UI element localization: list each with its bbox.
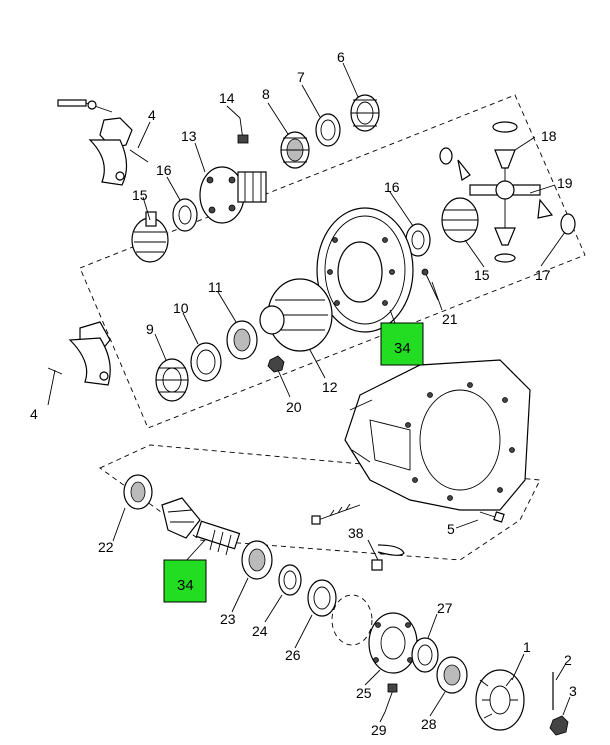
bolt-21 — [424, 271, 439, 301]
label-2: 2 — [564, 652, 572, 668]
bearing-cone-11 — [226, 320, 258, 360]
bearing-cup-7 — [315, 113, 341, 147]
nut-3 — [549, 715, 569, 736]
callout-34-lower-text: 34 — [177, 577, 194, 594]
label-13: 13 — [181, 128, 197, 144]
label-12: 12 — [322, 379, 338, 395]
differential-case-half — [199, 166, 267, 224]
label-19: 19 — [557, 175, 573, 191]
thrust-washer-left — [172, 198, 198, 232]
clip-38 — [371, 544, 405, 571]
side-gear-right — [441, 197, 479, 243]
label-3: 3 — [569, 683, 577, 699]
callout-34-upper-text: 34 — [394, 340, 411, 357]
drive-pinion — [161, 497, 241, 556]
upper-assembly-boundary — [79, 94, 586, 429]
label-4-upper: 4 — [148, 107, 156, 123]
label-10: 10 — [173, 300, 189, 316]
bearing-cup-10 — [190, 342, 222, 382]
label-29: 29 — [371, 722, 387, 738]
leader-lines — [47, 62, 571, 723]
label-8: 8 — [262, 86, 270, 102]
bearing-cone-23 — [241, 540, 273, 580]
label-22: 22 — [98, 539, 114, 555]
gasket — [331, 594, 373, 646]
differential-case-12 — [259, 278, 333, 352]
label-5: 5 — [447, 521, 455, 537]
lower-assembly-boundary — [99, 444, 541, 561]
upper-bracket-assembly — [57, 99, 149, 186]
label-18: 18 — [541, 128, 557, 144]
nut-20 — [267, 355, 285, 373]
label-28: 28 — [421, 716, 437, 732]
adjuster-6 — [350, 94, 380, 132]
bearing-cup-26 — [307, 579, 337, 617]
label-6: 6 — [337, 49, 345, 65]
bolt-29 — [384, 683, 398, 713]
helical-gear-1 — [475, 669, 525, 731]
ring-gear — [316, 207, 414, 333]
callout-34-upper[interactable]: 34 — [380, 322, 424, 366]
label-15-right: 15 — [474, 267, 490, 283]
label-15-left: 15 — [132, 187, 148, 203]
label-38: 38 — [348, 525, 364, 541]
label-4-lower: 4 — [30, 406, 38, 422]
bearing-cone-28 — [436, 656, 468, 694]
label-14: 14 — [219, 90, 235, 106]
label-1: 1 — [523, 639, 531, 655]
bearing-cage-25 — [368, 612, 418, 674]
bearing-cone-8 — [280, 131, 310, 169]
callout-34-lower[interactable]: 34 — [163, 559, 207, 603]
label-20: 20 — [286, 399, 302, 415]
bearing-22 — [123, 474, 153, 510]
label-27: 27 — [437, 600, 453, 616]
label-26: 26 — [285, 647, 301, 663]
adjuster-9 — [155, 358, 189, 402]
label-9: 9 — [146, 321, 154, 337]
label-17: 17 — [535, 267, 551, 283]
carrier-housing — [344, 359, 531, 511]
label-23: 23 — [220, 611, 236, 627]
bearing-cup-27 — [411, 637, 439, 673]
label-16-left: 16 — [156, 162, 172, 178]
part-labels: 4 14 8 7 6 13 16 15 18 19 16 15 17 21 11… — [30, 49, 577, 738]
label-21: 21 — [442, 311, 458, 327]
bolt-14 — [237, 117, 249, 144]
label-25: 25 — [356, 685, 372, 701]
label-11: 11 — [208, 279, 223, 295]
lower-bracket-assembly — [47, 321, 111, 386]
label-16-right: 16 — [384, 179, 400, 195]
side-gear-left — [131, 211, 169, 263]
label-7: 7 — [297, 69, 305, 85]
label-24: 24 — [252, 623, 268, 639]
spacer-24 — [278, 564, 302, 596]
housing-bolt — [311, 503, 361, 525]
